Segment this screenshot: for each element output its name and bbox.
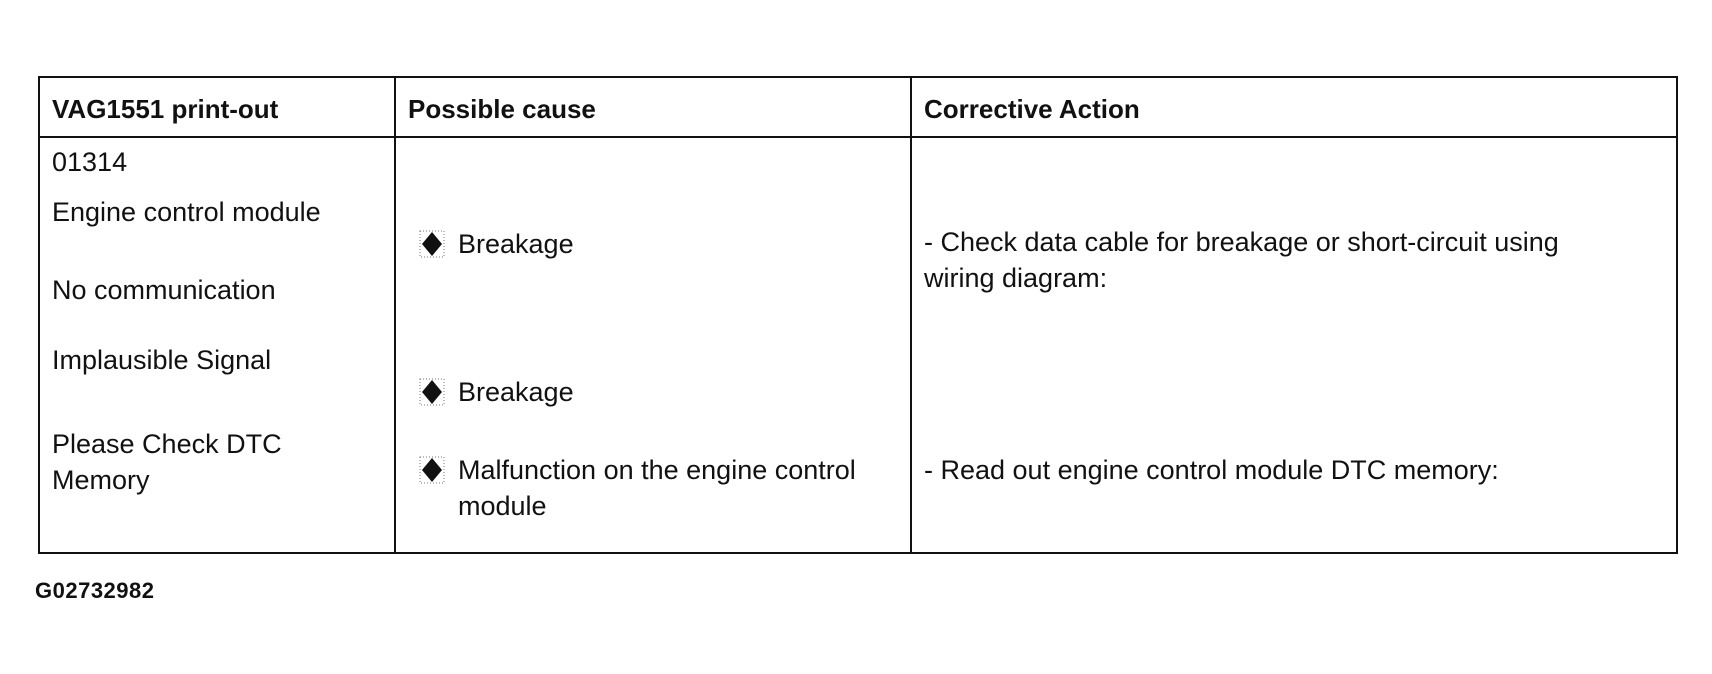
action-line: - Read out engine control module DTC mem… xyxy=(924,455,1499,485)
header-printout: VAG1551 print-out xyxy=(52,94,279,124)
cause-label: Malfunction on the engine control xyxy=(458,455,856,485)
header-divider xyxy=(40,136,1676,138)
column-divider xyxy=(910,78,912,552)
printout-code: 01314 xyxy=(52,147,128,177)
column-divider xyxy=(394,78,396,552)
figure-id: G02732982 xyxy=(35,578,155,603)
printout-fault-implausible-signal: Implausible Signal xyxy=(52,345,272,375)
action-line: - Check data cable for breakage or short… xyxy=(924,227,1559,257)
cause-label: module xyxy=(458,491,547,521)
printout-fault-check-dtc-line1: Please Check DTC xyxy=(52,429,282,459)
action-line: wiring diagram: xyxy=(924,263,1108,293)
printout-fault-check-dtc-line2: Memory xyxy=(52,465,150,495)
cause-label: Breakage xyxy=(458,229,574,259)
cause-label: Breakage xyxy=(458,377,574,407)
printout-module: Engine control module xyxy=(52,197,321,227)
header-corrective-action: Corrective Action xyxy=(924,94,1140,124)
diagnostic-table: VAG1551 print-out Possible cause Correct… xyxy=(38,76,1678,554)
printout-fault-no-communication: No communication xyxy=(52,275,276,305)
diamond-bullet-icon xyxy=(418,226,446,262)
diamond-bullet-icon xyxy=(418,452,446,488)
header-possible-cause: Possible cause xyxy=(408,94,596,124)
diamond-bullet-icon xyxy=(418,374,446,410)
